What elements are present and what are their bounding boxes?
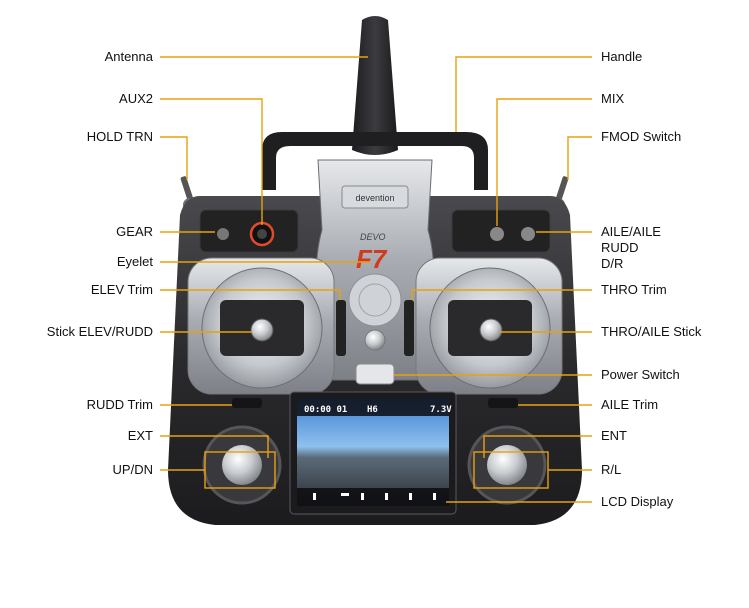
label-stick-elev-rudd: Stick ELEV/RUDD <box>46 324 153 339</box>
aile-dr-switch[interactable] <box>521 227 535 241</box>
lcd-trim-icons <box>313 493 436 500</box>
lcd-mode: H6 <box>367 405 378 415</box>
label-rudd: RUDD <box>601 240 639 255</box>
label-up-dn: UP/DN <box>112 462 153 477</box>
aile-trim[interactable] <box>488 398 518 408</box>
handle <box>262 132 488 190</box>
center-button[interactable] <box>364 329 386 351</box>
label-lcd-display: LCD Display <box>601 494 674 509</box>
model-small: DEVO <box>360 232 386 242</box>
label-gear: GEAR <box>116 224 153 239</box>
label-power-switch: Power Switch <box>601 367 680 382</box>
elev-trim[interactable] <box>336 300 346 356</box>
label-rudd-trim: RUDD Trim <box>86 397 153 412</box>
power-switch[interactable] <box>355 363 395 385</box>
label-thro-trim: THRO Trim <box>601 282 667 297</box>
label-aile-aile: AILE/AILE <box>601 224 661 239</box>
label-ent: ENT <box>601 428 627 443</box>
stick-thro-aile[interactable] <box>479 318 503 342</box>
label-ext: EXT <box>127 428 153 443</box>
label-mix: MIX <box>601 91 625 106</box>
brand-logo: devention <box>355 193 394 203</box>
label-antenna: Antenna <box>104 49 153 64</box>
antenna <box>352 16 398 155</box>
rudd-trim[interactable] <box>232 398 262 408</box>
label-hold-trn: HOLD TRN <box>86 129 153 144</box>
mix-switch[interactable] <box>490 227 504 241</box>
model-big: F7 <box>356 244 388 274</box>
lcd-timer: 00:00 01 <box>304 405 347 415</box>
stick-elev-rudd[interactable] <box>250 318 274 342</box>
label-fmod-switch: FMOD Switch <box>601 129 682 144</box>
label-elev-trim: ELEV Trim <box>90 282 153 297</box>
lcd-voltage: 7.3V <box>430 405 452 415</box>
label-aux2: AUX2 <box>119 91 153 106</box>
label-r-l: R/L <box>601 462 622 477</box>
thro-trim[interactable] <box>404 300 414 356</box>
label-handle: Handle <box>601 49 643 64</box>
left-switch-panel <box>199 209 299 253</box>
label-aile-trim: AILE Trim <box>601 397 659 412</box>
label-eyelet: Eyelet <box>116 254 153 269</box>
brand-plate <box>341 185 409 209</box>
eyelet-medallion <box>348 273 402 327</box>
label-thro-aile-stick: THRO/AILE Stick <box>601 324 702 339</box>
gear-switch[interactable] <box>217 228 229 240</box>
label-d-r: D/R <box>601 256 624 271</box>
